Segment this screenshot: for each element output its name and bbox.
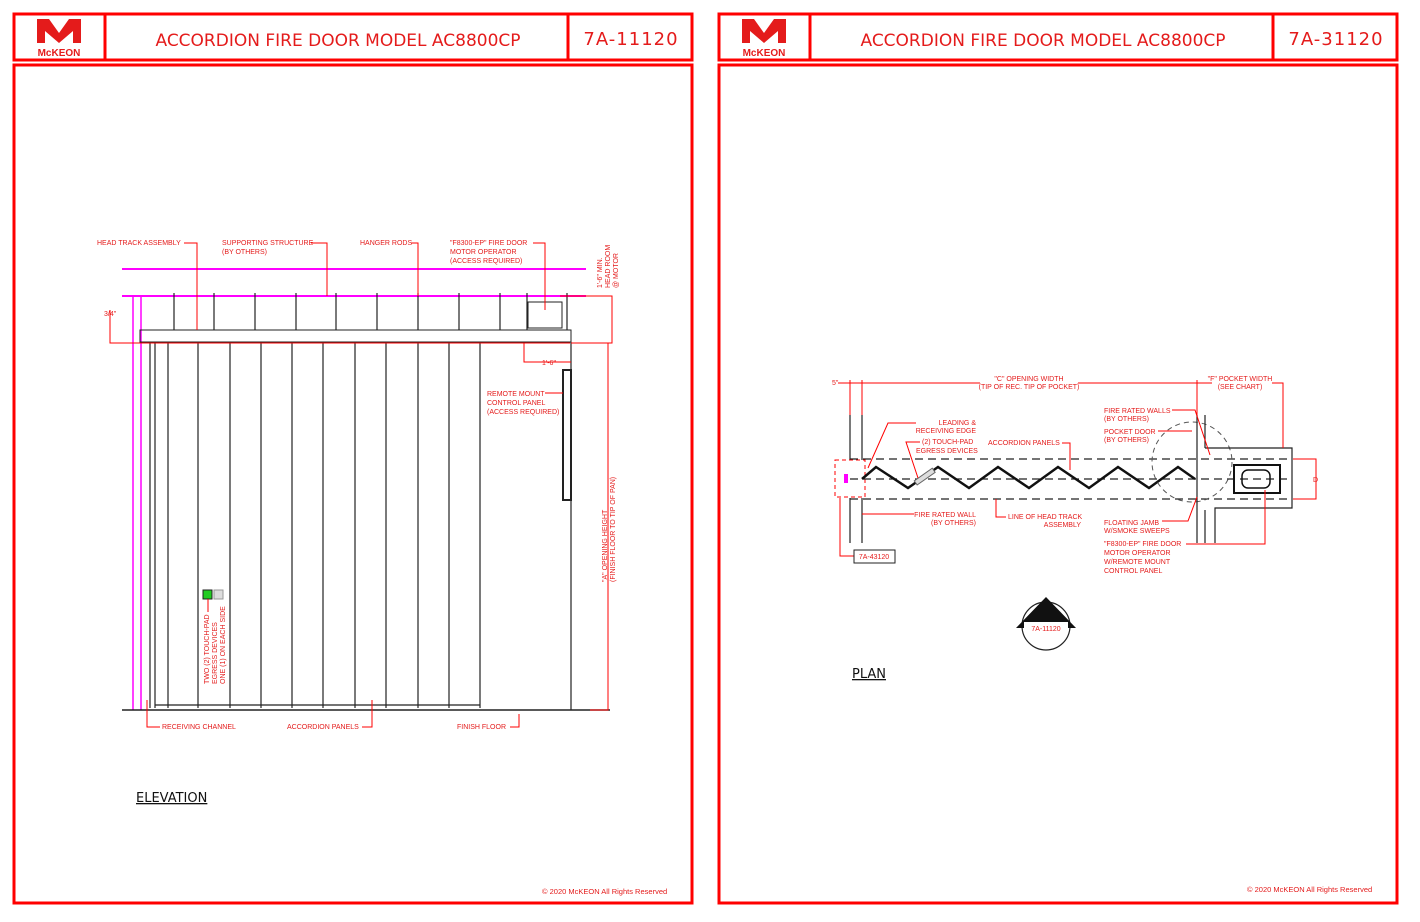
- touch-pad-icon: [202, 589, 213, 600]
- sheet-border: [717, 63, 1399, 905]
- label-motor-operator: "F8300-EP" FIRE DOOR: [450, 240, 527, 247]
- mckeon-logo: McKEON: [37, 19, 81, 59]
- label-fire-rated-wall: FIRE RATED WALL: [914, 512, 976, 519]
- logo-text: McKEON: [38, 48, 81, 59]
- label-supporting-structure: SUPPORTING STRUCTURE: [222, 240, 314, 247]
- label-motor-operator-2: MOTOR OPERATOR: [450, 249, 517, 256]
- label-opening-width-2: (TIP OF REC. TIP OF POCKET): [979, 384, 1080, 391]
- label-remote-panel: REMOTE MOUNT: [487, 391, 545, 398]
- accordion-panels: [149, 342, 572, 710]
- receiving-edge: [844, 474, 848, 483]
- label-pocket-door: POCKET DOOR: [1104, 429, 1156, 436]
- dim-3-4: 3/4": [104, 311, 117, 318]
- fire-rated-wall: [849, 415, 863, 543]
- label-touch-pad-2: EGRESS DEVICES: [916, 448, 978, 455]
- sheet-title: ACCORDION FIRE DOOR MODEL AC8800CP: [860, 31, 1225, 51]
- view-title-elevation: ELEVATION: [136, 791, 207, 806]
- copyright: © 2020 McKEON All Rights Reserved: [542, 887, 667, 896]
- section-ref-link[interactable]: 7A-11120: [1031, 626, 1060, 633]
- title-block: [717, 12, 1399, 62]
- motor-operator: [1233, 464, 1281, 494]
- label-accordion-panels: ACCORDION PANELS: [988, 440, 1060, 447]
- copyright: © 2020 McKEON All Rights Reserved: [1247, 885, 1372, 894]
- pocket-walls: [1196, 415, 1293, 543]
- touch-pad-icon: [213, 589, 224, 600]
- label-remote-panel-3: (ACCESS REQUIRED): [487, 409, 559, 416]
- sheet-number: 7A-31120: [1288, 29, 1383, 50]
- label-head-track: HEAD TRACK ASSEMBLY: [97, 240, 181, 247]
- logo-text: McKEON: [743, 48, 786, 59]
- dim-1-6: 1'-6": [542, 360, 556, 367]
- label-headroom: 1'-6" MIN.: [597, 257, 604, 288]
- label-receiving-channel: RECEIVING CHANNEL: [162, 724, 236, 731]
- label-hanger-rods: HANGER RODS: [360, 240, 412, 247]
- head-track-assembly: [139, 329, 572, 343]
- label-headroom-2: HEAD ROOM: [605, 245, 612, 288]
- title-block: [12, 12, 694, 62]
- label-touch-pad: (2) TOUCH-PAD: [922, 439, 973, 446]
- label-fire-rated-wall-2: (BY OTHERS): [931, 520, 976, 527]
- label-floating-jamb-2: W/SMOKE SWEEPS: [1104, 528, 1170, 535]
- sheet-plan: McKEON ACCORDION FIRE DOOR MODEL AC8800C…: [717, 12, 1399, 905]
- remote-control-panel: [562, 369, 572, 501]
- label-pocket-width: "F" POCKET WIDTH: [1208, 376, 1273, 383]
- label-leading-edge-2: RECEIVING EDGE: [916, 428, 977, 435]
- label-touch-pad-3: ONE (1) ON EACH SIDE: [220, 606, 227, 684]
- sheet-elevation: McKEON ACCORDION FIRE DOOR MODEL AC8800C…: [12, 12, 694, 905]
- label-touch-pad-2: EGRESS DEVICES: [212, 622, 219, 684]
- pocket-door-swing: [1151, 421, 1233, 503]
- sheet-border: [12, 63, 694, 905]
- label-motor-operator-3: W/REMOTE MOUNT: [1104, 559, 1171, 566]
- label-remote-panel-2: CONTROL PANEL: [487, 400, 545, 407]
- label-headroom-3: @ MOTOR: [613, 253, 620, 288]
- label-motor-operator: "F8300-EP" FIRE DOOR: [1104, 541, 1181, 548]
- label-finish-floor: FINISH FLOOR: [457, 724, 506, 731]
- view-title-plan: PLAN: [852, 667, 886, 682]
- section-marker[interactable]: 7A-11120: [1016, 597, 1076, 651]
- label-fire-rated-walls-2: (BY OTHERS): [1104, 416, 1149, 423]
- label-head-track: LINE OF HEAD TRACK: [1008, 514, 1082, 521]
- sheet-title: ACCORDION FIRE DOOR MODEL AC8800CP: [155, 31, 520, 51]
- label-opening-height: "A" OPENING HEIGHT: [602, 509, 609, 582]
- dim-5: 5": [832, 380, 839, 387]
- accordion-panels-zigzag: [861, 465, 1196, 490]
- detail-callout-box: [834, 459, 866, 498]
- label-floating-jamb: FLOATING JAMB: [1104, 520, 1159, 527]
- label-leading-edge: LEADING &: [939, 420, 977, 427]
- touch-pad-device: [913, 467, 936, 486]
- label-opening-height-2: (FINISH FLOOR TO TIP OF PAN): [610, 477, 617, 582]
- label-touch-pad: TWO (2) TOUCH-PAD: [204, 614, 211, 684]
- label-motor-operator-3: (ACCESS REQUIRED): [450, 258, 522, 265]
- label-fire-rated-walls: FIRE RATED WALLS: [1104, 408, 1171, 415]
- sheet-number: 7A-11120: [583, 29, 678, 50]
- detail-ref-box[interactable]: [853, 549, 896, 564]
- label-motor-operator-4: CONTROL PANEL: [1104, 568, 1162, 575]
- mckeon-logo: McKEON: [742, 19, 786, 59]
- label-opening-width: "C" OPENING WIDTH: [994, 376, 1063, 383]
- hanger-rods: [173, 293, 568, 330]
- label-motor-operator-2: MOTOR OPERATOR: [1104, 550, 1171, 557]
- label-head-track-2: ASSEMBLY: [1044, 522, 1082, 529]
- label-pocket-width-2: (SEE CHART): [1218, 384, 1263, 391]
- dim-d: D: [1313, 477, 1318, 484]
- label-pocket-door-2: (BY OTHERS): [1104, 437, 1149, 444]
- label-supporting-structure-2: (BY OTHERS): [222, 249, 267, 256]
- detail-ref-link[interactable]: 7A-43120: [859, 554, 889, 561]
- label-accordion-panels: ACCORDION PANELS: [287, 724, 359, 731]
